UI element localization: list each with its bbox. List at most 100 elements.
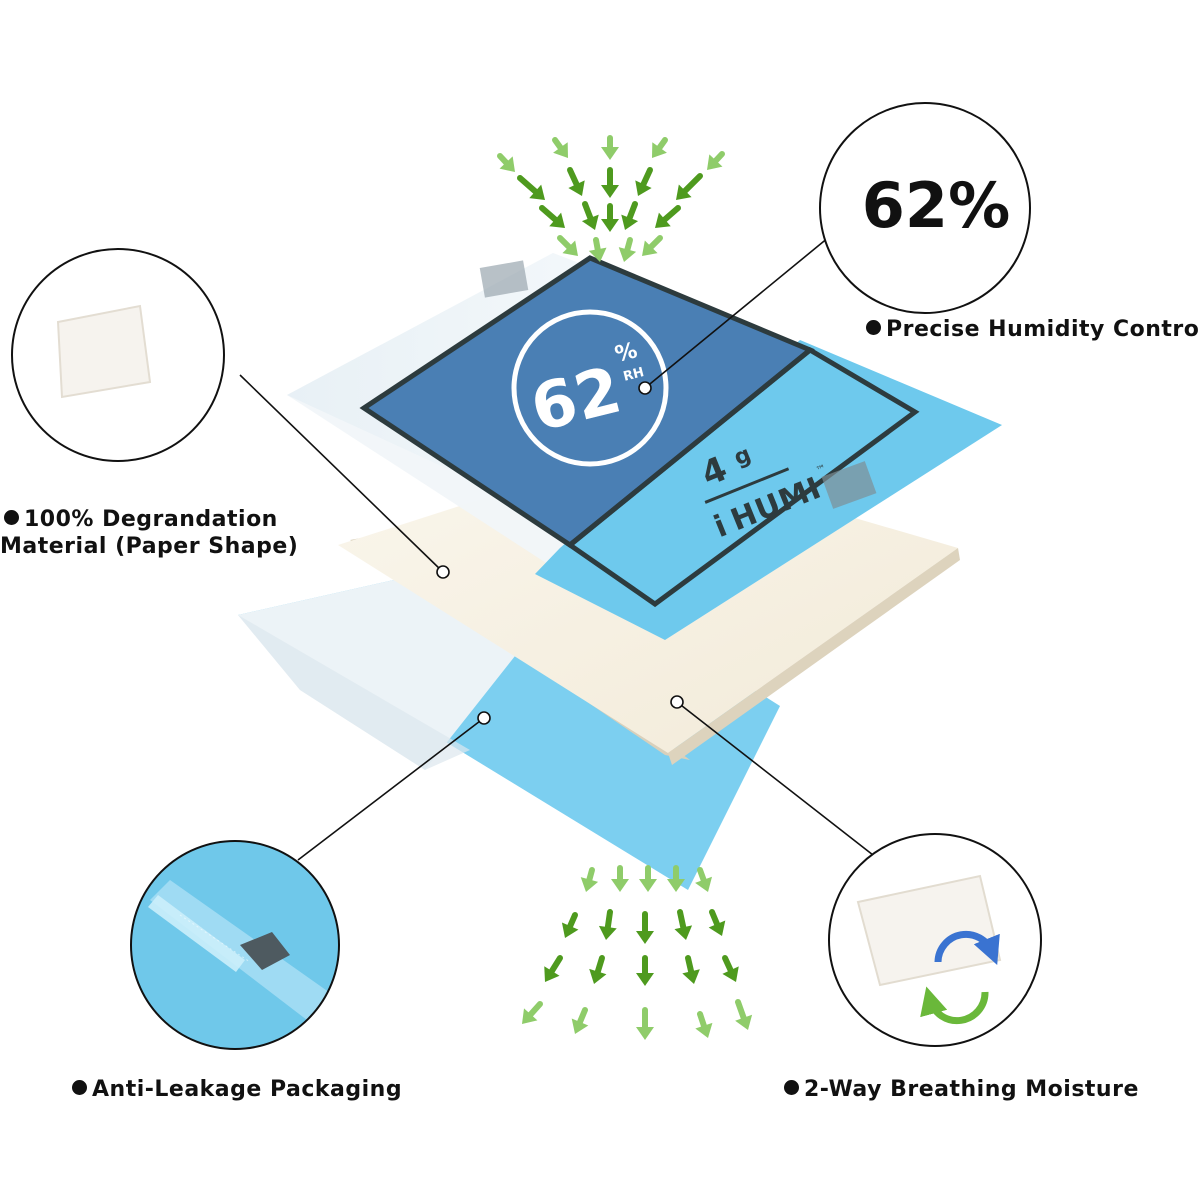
- bullet-icon: [866, 320, 881, 335]
- airflow-arrowhead-icon: [652, 142, 667, 158]
- airflow-arrowhead-icon: [708, 920, 726, 936]
- breathing-caption: 2-Way Breathing Moisture: [784, 1077, 1139, 1102]
- airflow-arrowhead-icon: [580, 877, 599, 892]
- airflow-arrowhead-icon: [601, 185, 619, 198]
- airflow-arrowhead-icon: [682, 969, 700, 984]
- airflow-arrow-icon: [697, 1011, 707, 1029]
- airflow-arrows-top: [497, 135, 725, 262]
- airflow-arrowhead-icon: [707, 154, 723, 170]
- airflow-arrowhead-icon: [635, 180, 652, 196]
- rh-unit: RH: [622, 365, 646, 385]
- airflow-arrow-icon: [527, 1001, 543, 1018]
- breathing-label: 2-Way Breathing Moisture: [804, 1077, 1139, 1102]
- airflow-arrowhead-icon: [667, 879, 685, 892]
- humidity-callout-circle: 62%: [819, 102, 1031, 314]
- airflow-arrowhead-icon: [636, 931, 654, 944]
- airflow-arrowhead-icon: [611, 879, 629, 892]
- airflow-arrowhead-icon: [571, 1018, 589, 1034]
- airflow-arrowhead-icon: [676, 184, 692, 200]
- airflow-arrowhead-icon: [636, 1027, 654, 1040]
- breathing-callout-circle: [828, 833, 1042, 1047]
- airflow-arrow-icon: [640, 167, 653, 188]
- airflow-arrow-icon: [517, 175, 539, 195]
- airflow-arrow-icon: [722, 955, 734, 974]
- airflow-arrow-icon: [648, 235, 663, 250]
- airflow-arrow-icon: [593, 237, 601, 253]
- airflow-arrowhead-icon: [695, 1022, 713, 1038]
- airflow-arrow-icon: [712, 151, 725, 164]
- airflow-arrow-icon: [682, 173, 703, 194]
- leader-lines: [239, 227, 874, 861]
- bullet-icon: [4, 510, 19, 525]
- bullet-icon: [784, 1080, 799, 1095]
- airflow-arrowhead-icon: [568, 180, 585, 196]
- material-label-line2: Material (Paper Shape): [0, 534, 299, 559]
- airflow-arrowhead-icon: [674, 925, 693, 940]
- anchor-dot-breathing: [670, 695, 684, 709]
- airflow-arrow-icon: [604, 909, 613, 931]
- airflow-arrowhead-icon: [562, 240, 578, 256]
- airflow-arrowhead-icon: [549, 212, 565, 228]
- anchor-dot-humidity: [638, 381, 652, 395]
- humidity-value: 62%: [862, 169, 1010, 242]
- material-caption: 100% Degrandation Material (Paper Shape): [0, 506, 298, 560]
- airflow-arrowhead-icon: [621, 214, 639, 230]
- airflow-arrow-icon: [661, 205, 681, 223]
- packaging-label: Anti-Leakage Packaging: [92, 1077, 403, 1102]
- airflow-arrow-icon: [697, 867, 707, 883]
- airflow-arrow-icon: [685, 955, 695, 975]
- airflow-arrow-icon: [735, 999, 747, 1021]
- material-callout-circle: [11, 248, 225, 462]
- airflow-arrows-bottom: [522, 865, 753, 1040]
- rh-circle: [511, 309, 669, 467]
- airflow-arrow-icon: [582, 201, 594, 221]
- airflow-arrowhead-icon: [601, 219, 619, 232]
- packaging-callout-circle: [130, 840, 340, 1050]
- airflow-arrowhead-icon: [735, 1014, 753, 1030]
- brand-divider: [704, 467, 790, 504]
- airflow-arrowhead-icon: [522, 1008, 538, 1024]
- airflow-arrow-icon: [656, 137, 668, 151]
- airflow-arrowhead-icon: [601, 147, 619, 160]
- airflow-arrow-icon: [586, 867, 595, 883]
- airflow-arrowhead-icon: [695, 876, 713, 892]
- airflow-arrow-icon: [624, 237, 633, 253]
- humidity-label: Precise Humidity Control: [886, 317, 1200, 342]
- airflow-arrow-icon: [577, 1007, 588, 1025]
- airflow-arrow-icon: [567, 912, 578, 930]
- airflow-arrowhead-icon: [581, 214, 599, 230]
- airflow-arrowhead-icon: [499, 156, 515, 172]
- humidity-caption: Precise Humidity Control: [866, 317, 1200, 342]
- airflow-arrow-icon: [567, 167, 580, 188]
- bullet-icon: [72, 1080, 87, 1095]
- airflow-arrowhead-icon: [561, 922, 579, 938]
- airflow-arrow-icon: [677, 909, 687, 931]
- airflow-arrow-icon: [539, 205, 559, 223]
- cycle-blue-icon: [934, 930, 1000, 965]
- brand-tm: ™: [815, 463, 828, 477]
- airflow-arrowhead-icon: [655, 212, 671, 228]
- airflow-arrow-icon: [557, 235, 572, 250]
- airflow-arrowhead-icon: [588, 247, 607, 262]
- airflow-arrow-icon: [497, 153, 510, 166]
- pad-thumbnail: [856, 874, 1002, 987]
- airflow-arrow-icon: [626, 201, 638, 221]
- material-label-line1: 100% Degrandation: [24, 507, 278, 532]
- packaging-caption: Anti-Leakage Packaging: [72, 1077, 402, 1102]
- airflow-arrowhead-icon: [618, 247, 637, 262]
- airflow-arrowhead-icon: [636, 973, 654, 986]
- airflow-arrowhead-icon: [642, 240, 658, 256]
- airflow-arrowhead-icon: [544, 966, 560, 982]
- anchor-dot-packaging: [477, 711, 491, 725]
- seal-tab: [240, 932, 290, 970]
- airflow-arrow-icon: [594, 955, 605, 975]
- airflow-arrowhead-icon: [722, 966, 739, 982]
- airflow-arrowhead-icon: [589, 968, 607, 984]
- top-sachet-layer: 62 % RH 4 g i HUMI ™: [287, 253, 1002, 640]
- cycle-green-icon: [920, 986, 989, 1025]
- airflow-arrow-icon: [548, 955, 563, 974]
- airflow-arrowhead-icon: [529, 184, 545, 200]
- anchor-dot-material: [436, 565, 450, 579]
- airflow-arrowhead-icon: [553, 142, 568, 158]
- paper-pad-thumbnail: [56, 304, 152, 399]
